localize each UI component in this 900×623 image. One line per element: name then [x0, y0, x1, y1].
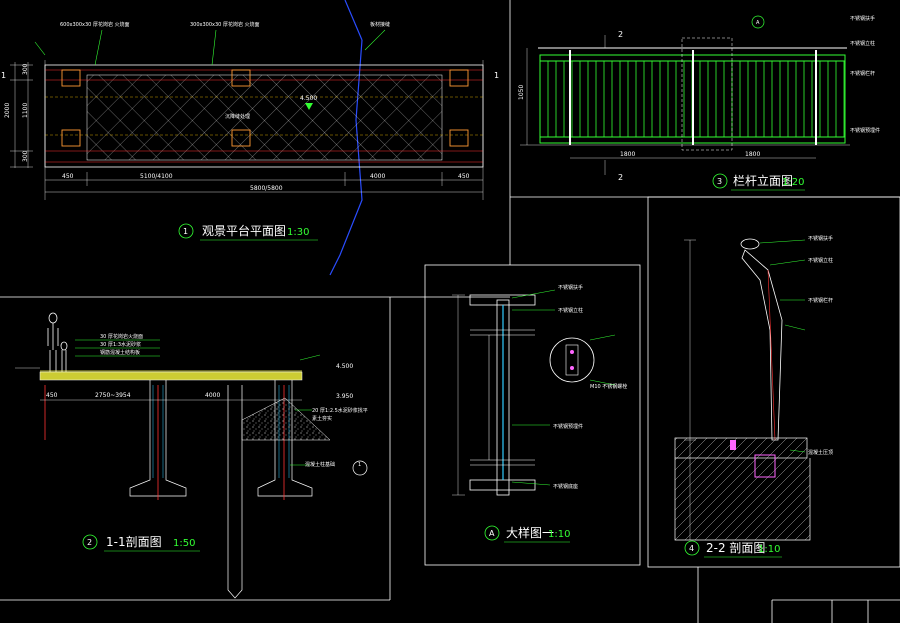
plan-dim-row1: 300	[22, 63, 29, 75]
plan-dim-overall: 5800/5800	[250, 185, 283, 192]
svg-text:栏杆立面图: 栏杆立面图	[733, 173, 793, 188]
svg-text:1: 1	[183, 227, 188, 236]
plan-note-4: 沉降缝处理	[225, 113, 250, 120]
plan-dim-row3: 300	[22, 150, 29, 162]
plan-dim-left: 450	[62, 173, 74, 180]
section11-title: 2 1-1剖面图 1:50	[82, 534, 200, 552]
elevation-detail-mark: A	[756, 20, 760, 26]
plan-dim-mid-right: 4000	[370, 173, 385, 180]
section11-note-6: 混凝土柱基础	[305, 461, 335, 468]
section22-note-1: 不锈钢扶手	[808, 235, 833, 242]
elevation-dim-right: 1800	[745, 151, 760, 158]
section11-note-4: 20 厚1:2.5水泥砂浆找平	[312, 407, 368, 414]
elevation-dim-height: 1050	[518, 85, 525, 100]
detailA-note-1: 不锈钢扶手	[558, 284, 583, 291]
detailA-note-3: M10 不锈钢螺栓	[590, 383, 627, 390]
detailA-note-5: 不锈钢底座	[553, 483, 578, 490]
section22-note-2: 不锈钢立柱	[808, 257, 833, 264]
detailA-title: A 大样图一 1:10	[484, 525, 570, 543]
plan-note-3: 板材接缝	[370, 21, 390, 28]
railing-elevation: 2 2 A 1800 1800 1050 不锈钢扶手 不锈钢立柱 不锈钢栏杆 不…	[518, 15, 880, 182]
boundary-line	[344, 0, 363, 41]
elevation-note-2: 不锈钢立柱	[850, 40, 875, 47]
svg-text:1-1剖面图: 1-1剖面图	[106, 535, 162, 549]
elevation-note-4: 不锈钢预埋件	[850, 127, 880, 134]
svg-text:2-2 剖面图: 2-2 剖面图	[706, 541, 765, 555]
svg-text:1:10: 1:10	[758, 544, 780, 555]
svg-text:3: 3	[717, 177, 722, 186]
plan-title: 1 观景平台平面图 1:30	[178, 223, 318, 241]
section11-note-2: 30 厚1:3水泥砂浆	[100, 341, 141, 348]
section11-dim-left: 450	[46, 392, 58, 399]
section22-note-3: 不锈钢栏杆	[808, 297, 833, 304]
section11-dim-mid: 2750~3954	[95, 392, 131, 399]
plan-section-mark-right: 1	[494, 71, 499, 80]
plan-dim-mid-left: 5100/4100	[140, 173, 173, 180]
section11-note-1: 30 厚花岗岩火烧面	[100, 333, 143, 340]
svg-text:1:50: 1:50	[173, 538, 195, 549]
plan-dim-right: 450	[458, 173, 470, 180]
section11-note-3: 钢筋混凝土结构板	[100, 349, 140, 356]
plan-level: 4.500	[300, 95, 317, 102]
pier	[231, 69, 251, 87]
elevation-section-mark-bottom: 2	[618, 173, 623, 182]
section11-level-top: 4.500	[336, 363, 353, 370]
svg-text:4: 4	[689, 544, 694, 553]
svg-text:1:10: 1:10	[548, 529, 570, 540]
svg-text:1:20: 1:20	[782, 177, 804, 188]
elevation-dim-left: 1800	[620, 151, 635, 158]
plan-note-1: 600x300x30 厚花岗岩 火烧面	[60, 21, 130, 28]
section-2-2: 不锈钢扶手 不锈钢立柱 不锈钢栏杆 混凝土压顶	[674, 235, 833, 541]
svg-text:A: A	[489, 529, 495, 538]
pier	[449, 69, 469, 87]
svg-text:观景平台平面图: 观景平台平面图	[202, 223, 286, 238]
svg-text:2: 2	[87, 538, 92, 547]
plan-dim-height: 2000	[4, 103, 11, 118]
pier	[231, 129, 251, 147]
plan-dim-row2: 1100	[22, 103, 29, 118]
svg-text:大样图一: 大样图一	[506, 525, 554, 540]
svg-text:1:30: 1:30	[287, 227, 309, 238]
pier	[61, 129, 81, 147]
platform-plan: 450 5100/4100 4000 450 5800/5800 2000 30…	[1, 21, 499, 200]
detail-a: 不锈钢扶手 不锈钢立柱 M10 不锈钢螺栓 不锈钢预埋件 不锈钢底座	[452, 284, 627, 496]
plan-section-mark-left: 1	[1, 71, 6, 80]
section11-note-5: 素土夯实	[312, 415, 332, 422]
elevation-note-1: 不锈钢扶手	[850, 15, 875, 22]
section-1-1: 1 4.500 3.950 450 2750~3954 4000 30 厚花岗岩…	[15, 312, 368, 599]
section22-note-4: 混凝土压顶	[808, 449, 833, 456]
elevation-section-mark-top: 2	[618, 30, 623, 39]
detailA-note-2: 不锈钢立柱	[558, 307, 583, 314]
section22-title: 4 2-2 剖面图 1:10	[684, 540, 782, 558]
section11-section-mark: 1	[358, 462, 361, 468]
pier	[449, 129, 469, 147]
pier	[61, 69, 81, 87]
elevation-note-3: 不锈钢栏杆	[850, 70, 875, 77]
section11-level-low: 3.950	[336, 393, 353, 400]
detailA-note-4: 不锈钢预埋件	[553, 423, 583, 430]
plan-note-2: 300x300x30 厚花岗岩 火烧面	[190, 21, 260, 28]
section11-dim-right: 4000	[205, 392, 220, 399]
elevation-title: 3 栏杆立面图 1:20	[712, 173, 805, 191]
